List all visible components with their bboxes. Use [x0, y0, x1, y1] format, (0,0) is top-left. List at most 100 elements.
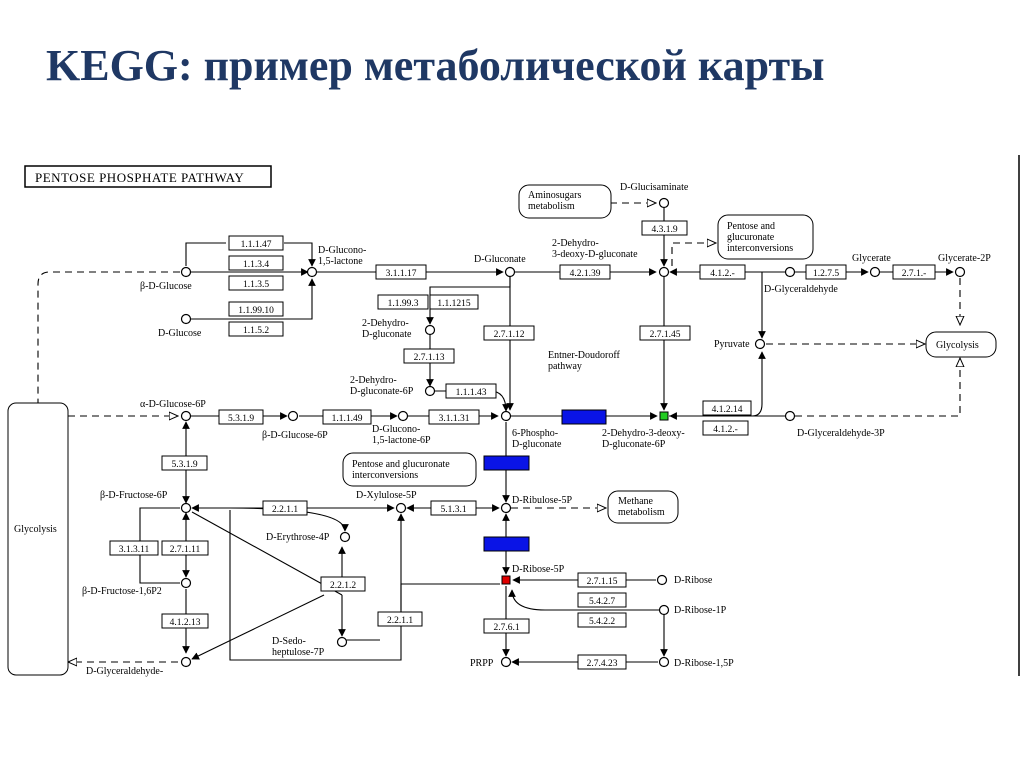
compound-label-c30: D-Glyceraldehyde-: [86, 666, 163, 677]
enzyme-box-e38[interactable]: [483, 536, 530, 552]
enzyme-box-e2[interactable]: [228, 255, 284, 271]
enzyme-box-e8[interactable]: [429, 294, 479, 310]
enzyme-box-e26[interactable]: [109, 540, 159, 556]
enzyme-box-e7[interactable]: [377, 294, 429, 310]
map-label-glycolysis-left: Glycolysis: [14, 524, 57, 535]
enzyme-box-e30[interactable]: [377, 611, 423, 627]
compound-label-c16: D-gluconate: [512, 439, 562, 450]
enzyme-box-e1[interactable]: [228, 235, 284, 251]
enzyme-box-e17[interactable]: [639, 325, 691, 341]
compound-node-c9[interactable]: [784, 266, 796, 278]
compound-node-c3[interactable]: [180, 313, 192, 325]
enzyme-box-e36[interactable]: [561, 409, 607, 425]
enzyme-box-e4[interactable]: [228, 301, 284, 317]
enzyme-label-e22: 3.1.1.31: [439, 414, 470, 424]
compound-node-c11[interactable]: [754, 338, 766, 350]
compound-node-c30[interactable]: [180, 656, 192, 668]
enzyme-box-e12[interactable]: [641, 220, 688, 236]
compound-node-c18[interactable]: [784, 410, 796, 422]
enzyme-box-e22[interactable]: [428, 409, 480, 425]
enzyme-box-e11[interactable]: [483, 325, 535, 341]
compound-node-c1[interactable]: [306, 266, 318, 278]
map-box-pentose-mid[interactable]: [342, 452, 477, 487]
enzyme-label-e29: 4.1.2.13: [170, 618, 201, 628]
compound-node-c23[interactable]: [180, 577, 192, 589]
enzyme-box-e3[interactable]: [228, 275, 284, 291]
map-box-glycolysis-right[interactable]: [925, 331, 997, 358]
compound-node-c7[interactable]: [869, 266, 881, 278]
map-box-glycolysis-left[interactable]: [7, 402, 69, 676]
map-box-methane[interactable]: [607, 490, 679, 524]
compound-node-c12[interactable]: [424, 385, 436, 397]
compound-node-c17[interactable]: [659, 411, 669, 421]
compound-node-c29[interactable]: [658, 656, 670, 668]
compound-node-c15[interactable]: [397, 410, 409, 422]
compound-node-c28[interactable]: [500, 656, 512, 668]
enzyme-label-e7: 1.1.99.3: [388, 299, 419, 309]
enzyme-box-e37[interactable]: [483, 455, 530, 471]
map-box-pentose-top[interactable]: [717, 214, 814, 260]
compound-label-c25: D-Ribose: [674, 575, 713, 586]
enzyme-box-e28[interactable]: [320, 576, 366, 592]
enzyme-box-e32[interactable]: [577, 592, 627, 608]
compound-label-c27: D-Sedo-: [272, 636, 306, 647]
compound-node-c14[interactable]: [287, 410, 299, 422]
compound-node-c13[interactable]: [180, 410, 192, 422]
enzyme-label-e2: 1.1.3.4: [243, 260, 269, 270]
enzyme-box-e34[interactable]: [483, 618, 530, 634]
enzyme-box-e31[interactable]: [577, 572, 627, 588]
enzyme-label-e8: 1.1.1215: [437, 299, 471, 309]
compound-label-c27: heptulose-7P: [272, 647, 325, 658]
enzyme-box-e27[interactable]: [161, 540, 209, 556]
enzyme-box-e13[interactable]: [559, 264, 611, 280]
enzyme-label-e10: 1.1.1.43: [456, 388, 487, 398]
compound-label-c9: D-Glyceraldehyde: [764, 284, 838, 295]
compound-label-c10: 2-Dehydro-: [362, 318, 409, 329]
compound-node-c2[interactable]: [180, 266, 192, 278]
enzyme-label-e18: 4.1.2.14: [712, 405, 743, 415]
map-box-aminosugars[interactable]: [518, 184, 612, 219]
compound-node-c16[interactable]: [500, 410, 512, 422]
compound-node-c24[interactable]: [501, 575, 511, 585]
enzyme-box-e14[interactable]: [699, 264, 746, 280]
enzyme-box-e29[interactable]: [161, 613, 209, 629]
enzyme-box-e5[interactable]: [228, 321, 284, 337]
map-label-pentose-top: interconversions: [727, 243, 793, 254]
enzyme-label-e3: 1.1.3.5: [243, 280, 269, 290]
compound-node-c4[interactable]: [658, 197, 670, 209]
compound-node-c19[interactable]: [180, 502, 192, 514]
enzyme-box-e19[interactable]: [702, 420, 749, 436]
compound-node-c5[interactable]: [504, 266, 516, 278]
enzyme-box-e33[interactable]: [577, 612, 627, 628]
compound-label-c6: 3-deoxy-D-gluconate: [552, 249, 638, 260]
enzyme-box-e18[interactable]: [702, 400, 752, 416]
compound-node-c8[interactable]: [954, 266, 966, 278]
compound-label-c14: β-D-Glucose-6P: [262, 430, 328, 441]
enzyme-box-e20[interactable]: [218, 409, 264, 425]
enzyme-box-e25[interactable]: [430, 500, 477, 516]
compound-node-c27[interactable]: [336, 636, 348, 648]
compound-node-c20[interactable]: [395, 502, 407, 514]
enzyme-box-e21[interactable]: [322, 409, 372, 425]
enzyme-box-e10[interactable]: [445, 383, 497, 399]
enzyme-box-e15[interactable]: [805, 264, 847, 280]
compound-node-c6[interactable]: [658, 266, 670, 278]
enzyme-label-e24: 2.2.1.1: [272, 505, 298, 515]
enzyme-label-e17: 2.7.1.45: [650, 330, 681, 340]
compound-node-c10[interactable]: [424, 324, 436, 336]
enzyme-box-e23[interactable]: [161, 455, 208, 471]
compound-label-c18: D-Glyceraldehyde-3P: [797, 428, 885, 439]
compound-node-c26[interactable]: [658, 604, 670, 616]
compound-label-c12: D-gluconate-6P: [350, 386, 414, 397]
enzyme-box-e35[interactable]: [577, 654, 627, 670]
compound-node-c21[interactable]: [500, 502, 512, 514]
compound-node-c22[interactable]: [339, 531, 351, 543]
enzyme-label-e5: 1.1.5.2: [243, 326, 269, 336]
compound-node-c25[interactable]: [656, 574, 668, 586]
enzyme-box-e6[interactable]: [375, 264, 427, 280]
compound-label-c1: D-Glucono-: [318, 245, 366, 256]
enzyme-box-e9[interactable]: [403, 348, 455, 364]
compound-label-c6: 2-Dehydro-: [552, 238, 599, 249]
enzyme-box-e24[interactable]: [262, 500, 308, 516]
enzyme-box-e16[interactable]: [892, 264, 936, 280]
